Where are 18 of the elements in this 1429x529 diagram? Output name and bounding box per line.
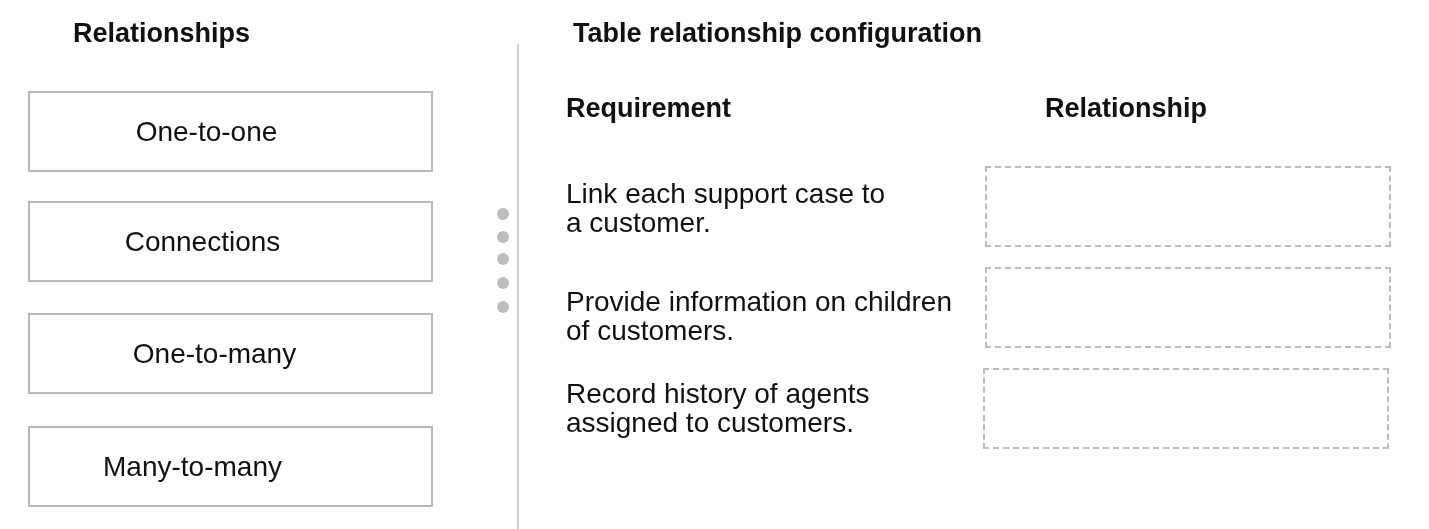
requirement-text: Record history of agents assigned to customers. — [566, 379, 871, 437]
requirement-text: Provide information on children of customers. — [566, 287, 953, 345]
drop-zone — [985, 166, 1391, 247]
section-heading: Relationship — [1045, 92, 1207, 124]
section-heading: Relationships — [73, 17, 251, 49]
section-heading: Requirement — [566, 92, 732, 124]
option-card — [28, 91, 433, 172]
option-label: Many-to-many — [103, 450, 282, 483]
option-card — [28, 313, 433, 394]
requirement-text: Link each support case to a customer. — [566, 179, 887, 237]
option-label: Connections — [124, 225, 281, 258]
section-heading: Table relationship configuration — [573, 17, 983, 49]
option-card — [28, 426, 433, 507]
option-label: One-to-one — [135, 115, 278, 148]
drop-zone — [983, 368, 1389, 449]
option-card — [28, 201, 433, 282]
option-label: One-to-many — [132, 337, 297, 370]
drop-zone — [985, 267, 1391, 348]
